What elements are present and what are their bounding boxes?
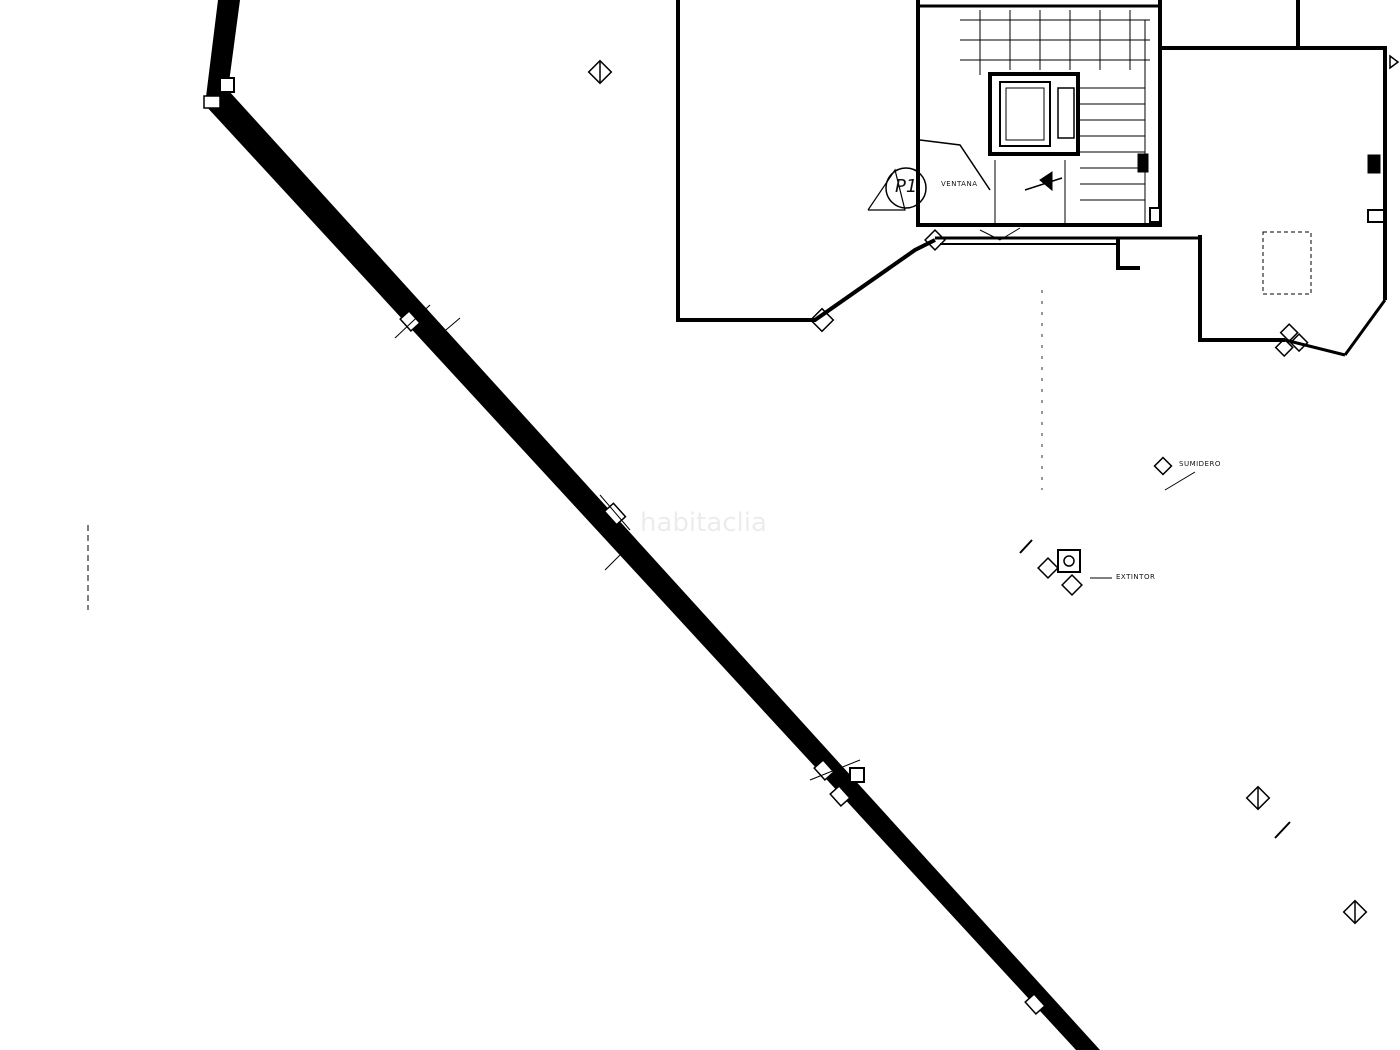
stair-core (919, 10, 1161, 241)
window-label: VENTANA (941, 180, 978, 188)
drain-label: SUMIDERO (1179, 460, 1221, 468)
room-tag-label: P1 (895, 176, 918, 197)
drain-symbol (1153, 456, 1196, 491)
column-symbols (587, 59, 1368, 925)
room-tag-marker (867, 167, 927, 211)
room-outline (676, 0, 1387, 342)
extinguisher-symbol (1037, 549, 1112, 596)
right-room-details (1262, 54, 1400, 358)
extinguisher-label: EXTINTOR (1116, 573, 1156, 581)
watermark: habitaclia (640, 508, 767, 538)
exterior-wall (203, 0, 1100, 1050)
